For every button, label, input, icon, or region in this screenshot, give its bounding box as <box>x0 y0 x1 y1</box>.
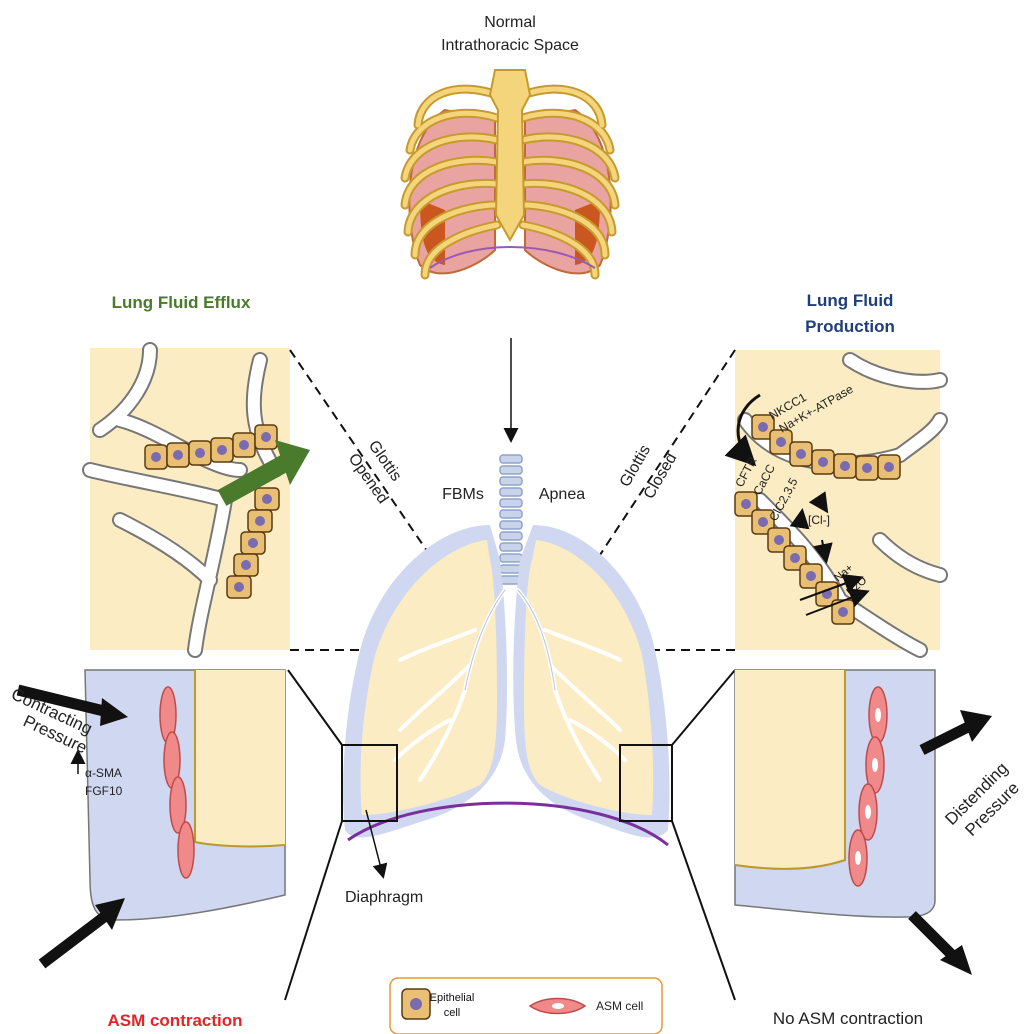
right-header-line-2: Production <box>805 317 895 336</box>
right-lower-panel <box>735 670 935 917</box>
right-header-line-1: Lung Fluid <box>807 291 894 310</box>
legend-epithelial-line-2: cell <box>444 1007 461 1019</box>
diaphragm-label: Diaphragm <box>345 889 423 906</box>
left-upper-panel <box>90 348 290 650</box>
left-header: Lung Fluid Efflux <box>112 293 251 312</box>
apnea-label: Apnea <box>539 486 585 503</box>
cl-label: [Cl-] <box>808 513 830 527</box>
title-line-1: Normal <box>484 14 536 31</box>
title-line-2: Intrathoracic Space <box>441 37 579 54</box>
legend: Epithelial cell ASM cell <box>390 978 662 1034</box>
no-asm-contraction-label: No ASM contraction <box>773 1009 923 1028</box>
marker-line-1: α-SMA <box>85 766 122 780</box>
legend-epithelial-line-1: Epithelial <box>430 992 475 1004</box>
marker-line-2: FGF10 <box>85 784 123 798</box>
fbms-label: FBMs <box>442 486 484 503</box>
distending-arrow-bottom <box>912 915 955 958</box>
rib-cage-illustration <box>405 70 615 275</box>
contracting-arrow-bottom <box>42 914 108 964</box>
legend-asm-label: ASM cell <box>596 999 643 1013</box>
asm-contraction-label: ASM contraction <box>107 1011 242 1030</box>
